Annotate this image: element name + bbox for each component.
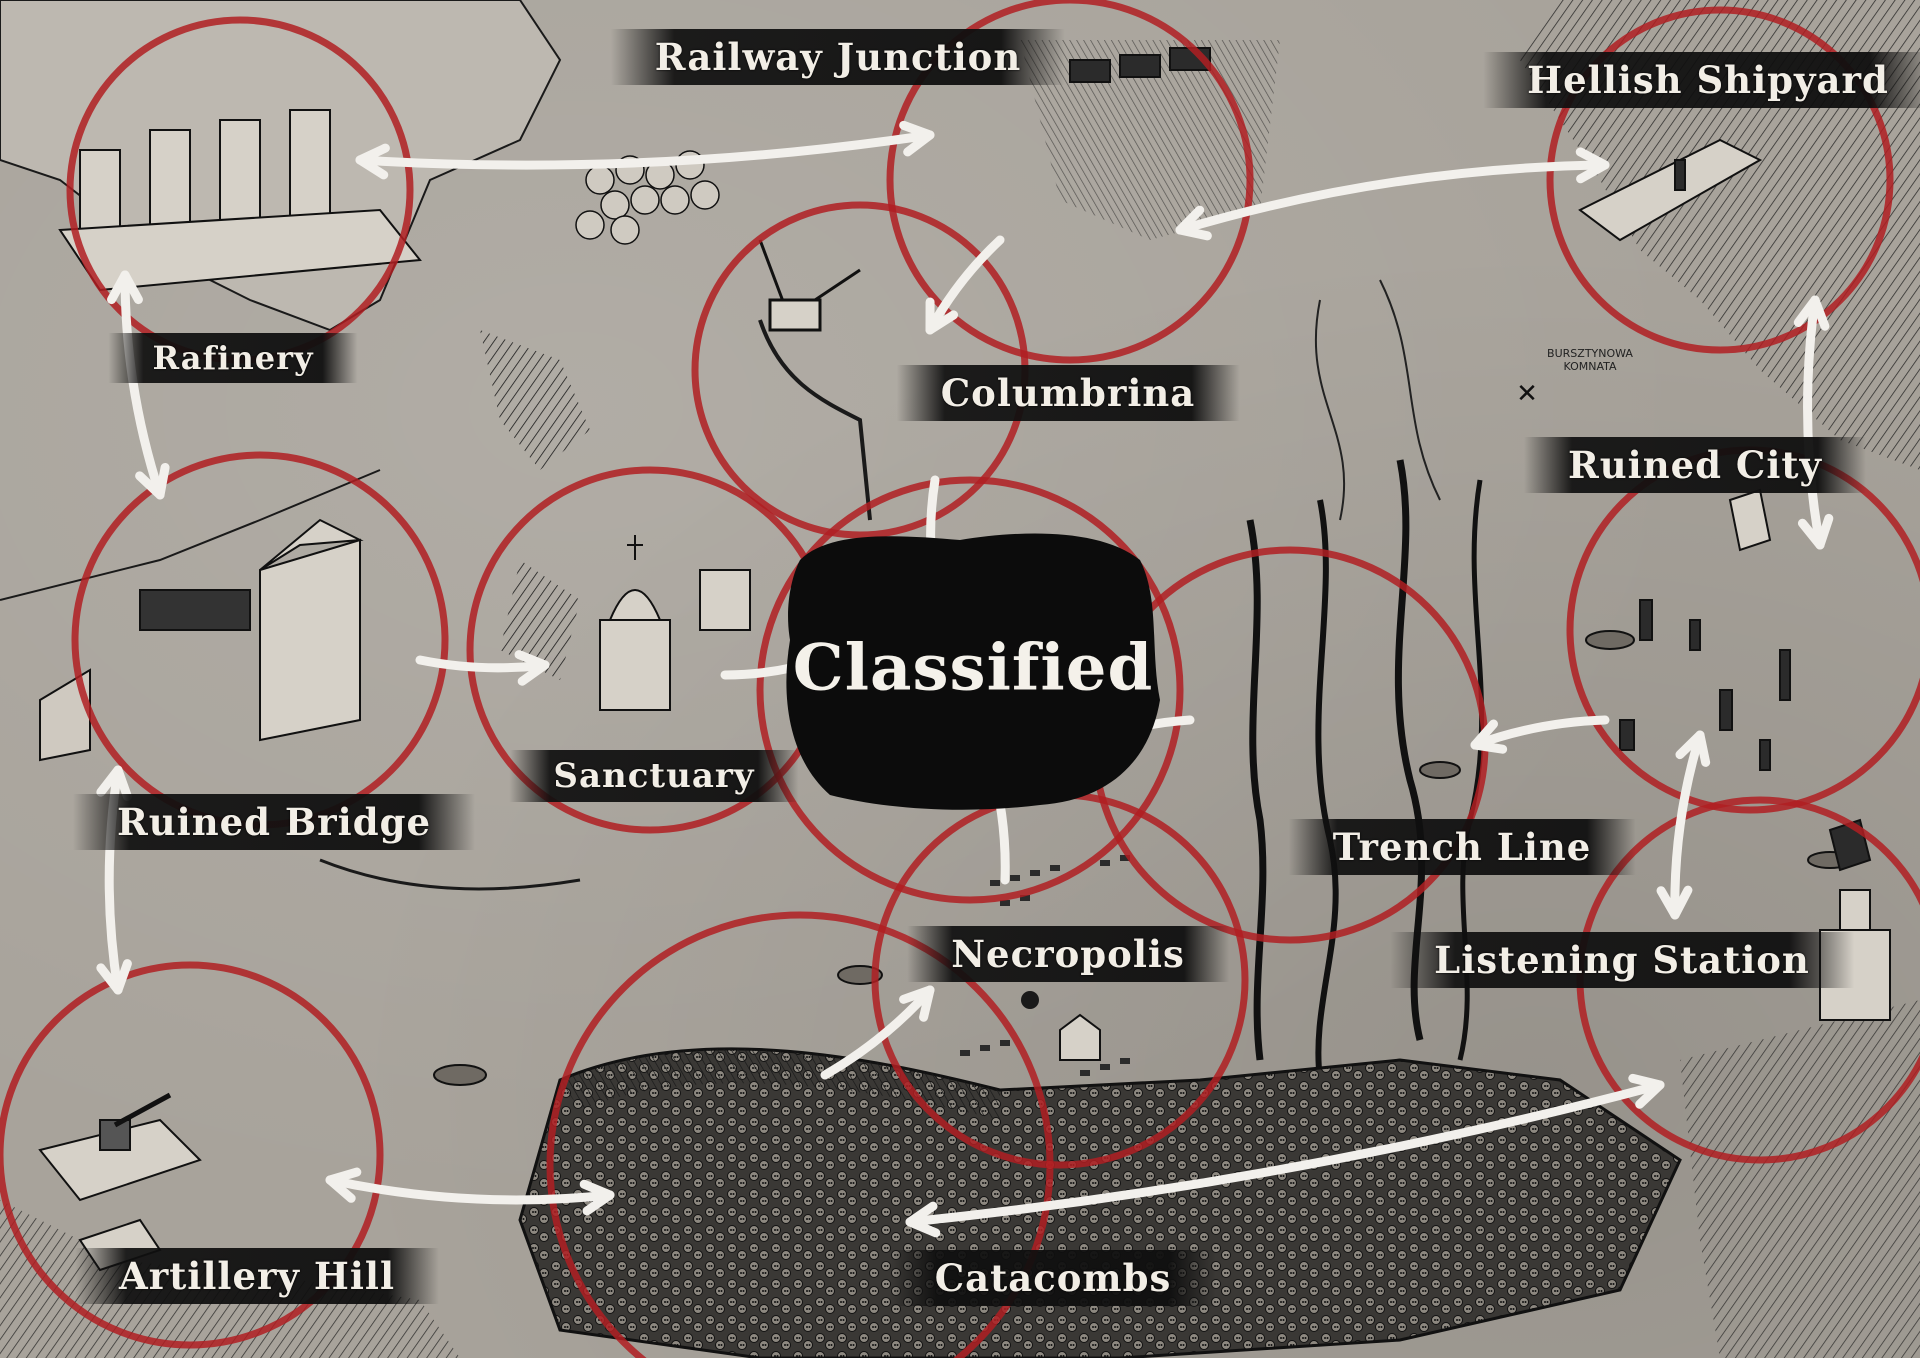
location-label-rafinery[interactable]: Rafinery xyxy=(108,333,358,383)
arrow-head xyxy=(135,462,170,500)
chasm-mid xyxy=(500,560,580,680)
ruined-city-walls xyxy=(1619,488,1791,771)
chasm-left xyxy=(480,330,590,470)
arrow-head xyxy=(925,297,959,335)
ring-hellish-shipyard xyxy=(1546,6,1894,354)
arrow-shaft xyxy=(325,1175,615,1205)
rail-field xyxy=(1020,40,1280,240)
annotation-line-2: KOMNATA xyxy=(1563,360,1617,373)
cliff-bottom-right xyxy=(1680,1000,1920,1358)
fissure-1 xyxy=(1246,519,1267,1061)
ring-trench-line xyxy=(1091,546,1489,944)
location-label-hellish-shipyard[interactable]: Hellish Shipyard xyxy=(1483,52,1920,108)
location-label-railway-junction[interactable]: Railway Junction xyxy=(610,29,1066,85)
ring-classified xyxy=(756,476,1184,904)
ring-railway-junction xyxy=(886,0,1254,364)
arrow-head xyxy=(325,1167,362,1203)
arrow-shaft xyxy=(120,270,165,500)
necropolis-graves xyxy=(960,855,1130,1076)
arrow-head xyxy=(1656,885,1693,920)
arrow-shaft xyxy=(1803,295,1825,550)
catacombs-wall xyxy=(560,1048,1000,1120)
arrow-shaft xyxy=(820,985,935,1080)
arrow-shaft xyxy=(355,130,935,170)
river xyxy=(1315,299,1345,521)
route-arrow-ruined-city-to-listening-station xyxy=(1656,730,1711,920)
pipe xyxy=(758,319,872,521)
classified-label[interactable]: Classified xyxy=(792,630,1154,706)
location-label-trench-line[interactable]: Trench Line xyxy=(1288,819,1636,875)
location-label-necropolis[interactable]: Necropolis xyxy=(907,926,1229,982)
route-arrow-artillery-hill-to-catacombs xyxy=(325,1167,615,1216)
sanctuary-church xyxy=(599,535,751,711)
arrow-shaft xyxy=(1175,160,1610,235)
route-arrow-hellish-shipyard-to-railway-junction xyxy=(1175,147,1610,241)
crater xyxy=(837,965,883,985)
road-bottom xyxy=(319,858,581,891)
route-arrow-rafinery-to-ruined-bridge xyxy=(107,270,170,500)
treasure-x-mark: ✕ xyxy=(1516,379,1538,409)
arrow-shaft xyxy=(415,655,550,673)
arrow-head xyxy=(1797,513,1834,550)
location-label-ruined-bridge[interactable]: Ruined Bridge xyxy=(72,794,476,850)
road-left xyxy=(0,469,381,601)
arrow-head xyxy=(1675,730,1711,767)
arrow-shaft xyxy=(1470,715,1610,750)
route-arrow-ruined-city-to-trench-line xyxy=(1470,715,1610,754)
crater xyxy=(433,1064,487,1086)
location-label-columbrina[interactable]: Columbrina xyxy=(896,365,1240,421)
arrow-head xyxy=(905,1201,941,1238)
crater xyxy=(1419,761,1461,779)
arrow-head xyxy=(899,985,935,1022)
fissure-2 xyxy=(1315,499,1339,1081)
columbrina-cannon xyxy=(758,239,861,332)
location-label-ruined-city[interactable]: Ruined City xyxy=(1524,437,1866,493)
location-label-listening-station[interactable]: Listening Station xyxy=(1390,932,1854,988)
route-arrow-catacombs-to-necropolis xyxy=(820,985,935,1080)
arrow-head xyxy=(96,959,132,995)
arrow-head xyxy=(1175,205,1212,241)
arrow-head xyxy=(514,650,550,686)
river-2 xyxy=(1379,279,1441,501)
arrow-shaft xyxy=(905,1080,1665,1227)
crater xyxy=(1585,630,1635,650)
classified-blot xyxy=(786,533,1160,810)
cliff-top-right xyxy=(1520,0,1920,470)
arrow-head xyxy=(107,270,143,305)
arrow-shaft xyxy=(1670,730,1705,920)
location-label-catacombs[interactable]: Catacombs xyxy=(890,1250,1216,1306)
ring-artillery-hill xyxy=(0,961,384,1349)
annotation-line-1: BURSZTYNOWA xyxy=(1547,347,1633,360)
shipyard-ship xyxy=(1578,138,1763,242)
arrow-head xyxy=(1575,147,1610,184)
refinery-structures xyxy=(58,109,422,292)
route-arrow-rafinery-to-railway-junction xyxy=(355,120,935,180)
route-arrows xyxy=(96,120,1834,1238)
ring-catacombs xyxy=(546,911,1054,1358)
catacombs-pit xyxy=(518,1047,1682,1358)
route-arrow-railway-junction-to-columbrina xyxy=(925,235,1005,335)
arrow-shaft xyxy=(925,235,1005,335)
route-arrow-ruined-bridge-to-sanctuary xyxy=(415,650,550,686)
location-label-artillery-hill[interactable]: Artillery Hill xyxy=(75,1248,439,1304)
bridge-tower xyxy=(39,518,364,762)
arrow-head xyxy=(355,143,390,180)
arrow-head xyxy=(579,1179,615,1216)
route-arrow-hellish-shipyard-to-ruined-city xyxy=(1793,295,1834,550)
artillery-gun xyxy=(38,1092,202,1272)
route-arrow-catacombs-to-listening-station xyxy=(905,1073,1665,1238)
location-label-sanctuary[interactable]: Sanctuary xyxy=(509,750,799,802)
map-annotation: BURSZTYNOWA KOMNATA xyxy=(1547,347,1633,373)
arrow-head xyxy=(899,120,935,157)
arrow-head xyxy=(1628,1073,1665,1109)
arrow-head xyxy=(1470,719,1508,754)
arrow-head xyxy=(96,765,132,801)
arrow-head xyxy=(1793,295,1830,331)
